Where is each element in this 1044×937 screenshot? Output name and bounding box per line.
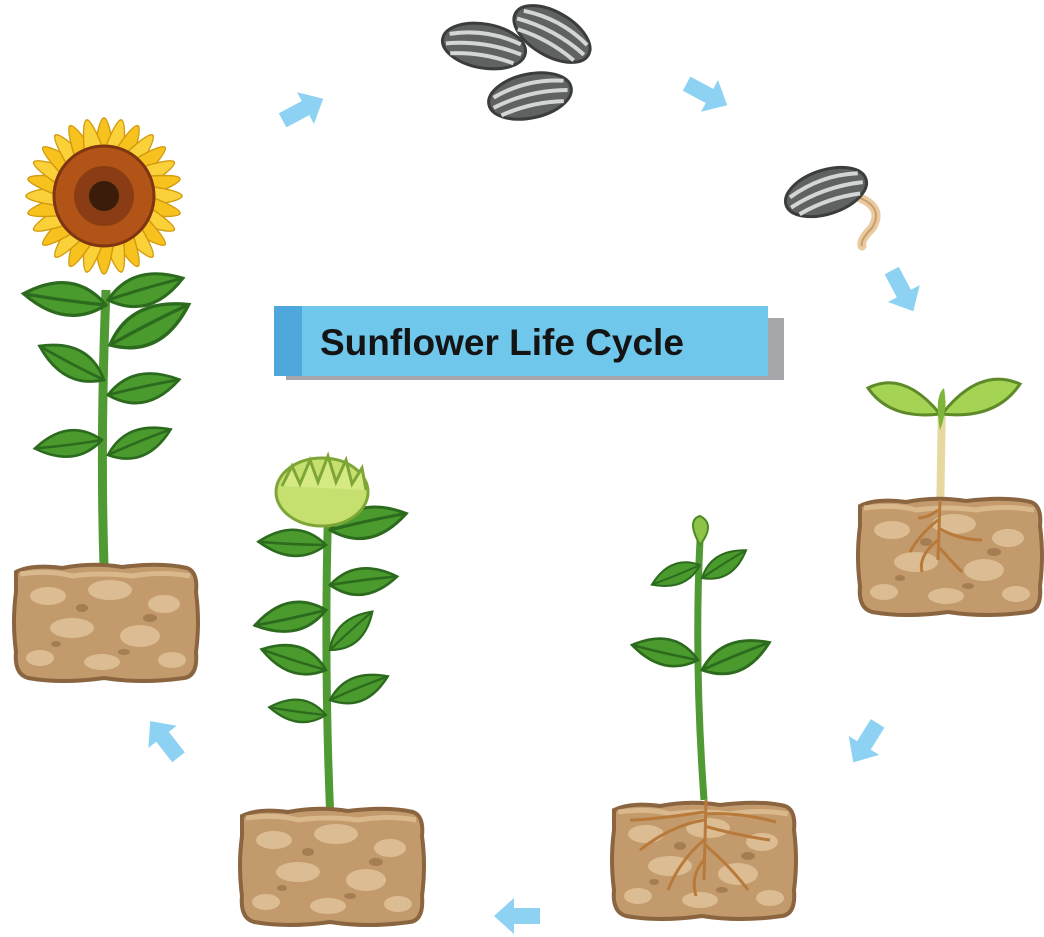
arrow-seeds-to-germination bbox=[678, 67, 736, 122]
diagram-title: Sunflower Life Cycle bbox=[320, 322, 684, 363]
seeds-illustration bbox=[436, 0, 602, 129]
arrow-budding-to-flower bbox=[136, 710, 193, 769]
title-banner-face: Sunflower Life Cycle bbox=[274, 306, 768, 376]
arrow-flower-to-seeds bbox=[274, 82, 332, 137]
mature-sunflower-illustration bbox=[14, 117, 198, 681]
young-plant-illustration bbox=[612, 514, 796, 919]
title-banner-tab bbox=[274, 306, 302, 376]
arrow-seedling-to-young-plant bbox=[838, 713, 893, 772]
germinating-seed-illustration bbox=[777, 156, 881, 251]
arrow-young-plant-to-budding bbox=[494, 898, 540, 934]
arrow-germination-to-seedling bbox=[875, 262, 930, 320]
sunflower-head bbox=[25, 117, 183, 275]
budding-plant-illustration bbox=[240, 451, 424, 925]
title-banner: Sunflower Life Cycle bbox=[274, 306, 784, 380]
seedling-illustration bbox=[858, 377, 1042, 615]
